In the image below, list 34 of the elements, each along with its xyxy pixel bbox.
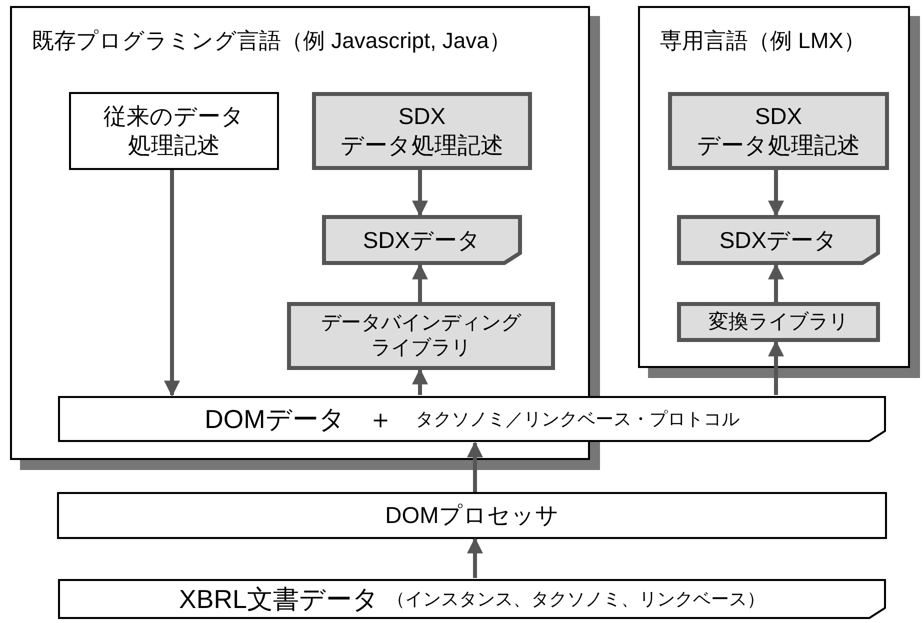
- node-label: SDX データ処理記述: [340, 102, 504, 160]
- panel-title: 既存プログラミング言語（例 Javascript, Java）: [32, 27, 511, 55]
- node-label: SDXデータ: [718, 226, 839, 254]
- node-label: ＋: [366, 402, 394, 436]
- arrow: [164, 170, 180, 397]
- node-label: タクソノミ／リンクベース・プロトコル: [414, 408, 740, 430]
- panel-title: 専用言語（例 LMX）: [660, 27, 866, 55]
- process-box: [677, 302, 880, 342]
- arrow: [768, 340, 784, 395]
- node-label: XBRL文書データ: [178, 582, 380, 616]
- process-box: [69, 92, 279, 170]
- arrow: [412, 368, 428, 395]
- node-label: 変換ライブラリ: [708, 310, 850, 334]
- process-box: [312, 92, 532, 170]
- node-label: DOMデータ: [204, 402, 346, 436]
- node-label: （インスタンス、タクソノミ、リンクベース）: [386, 588, 766, 610]
- arrow: [768, 170, 784, 217]
- process-box: [57, 492, 887, 539]
- arrow: [467, 537, 483, 578]
- arrow: [412, 170, 428, 217]
- document-box: [322, 215, 522, 265]
- document-box: [57, 395, 887, 443]
- node-label: SDXデータ: [362, 226, 482, 254]
- node-label: データバインディングライブラリ: [320, 311, 522, 361]
- node-label: 従来のデータ処理記述: [102, 102, 246, 160]
- document-box: [677, 215, 880, 265]
- node-label: DOMプロセッサ: [384, 501, 560, 530]
- arrow: [467, 441, 483, 492]
- process-box: [287, 302, 555, 370]
- arrow: [768, 263, 784, 302]
- node-label: SDX データ処理記述: [696, 102, 861, 160]
- arrow: [412, 263, 428, 302]
- document-box: [57, 578, 887, 620]
- process-box: [668, 92, 889, 170]
